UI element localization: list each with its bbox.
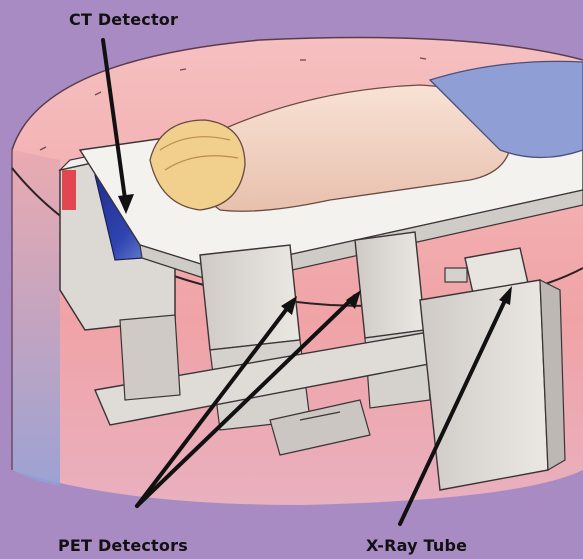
xray-tube-label: X-Ray Tube — [366, 536, 467, 555]
pet-detectors-label: PET Detectors — [58, 536, 188, 555]
ct-detector-label: CT Detector — [69, 10, 178, 29]
